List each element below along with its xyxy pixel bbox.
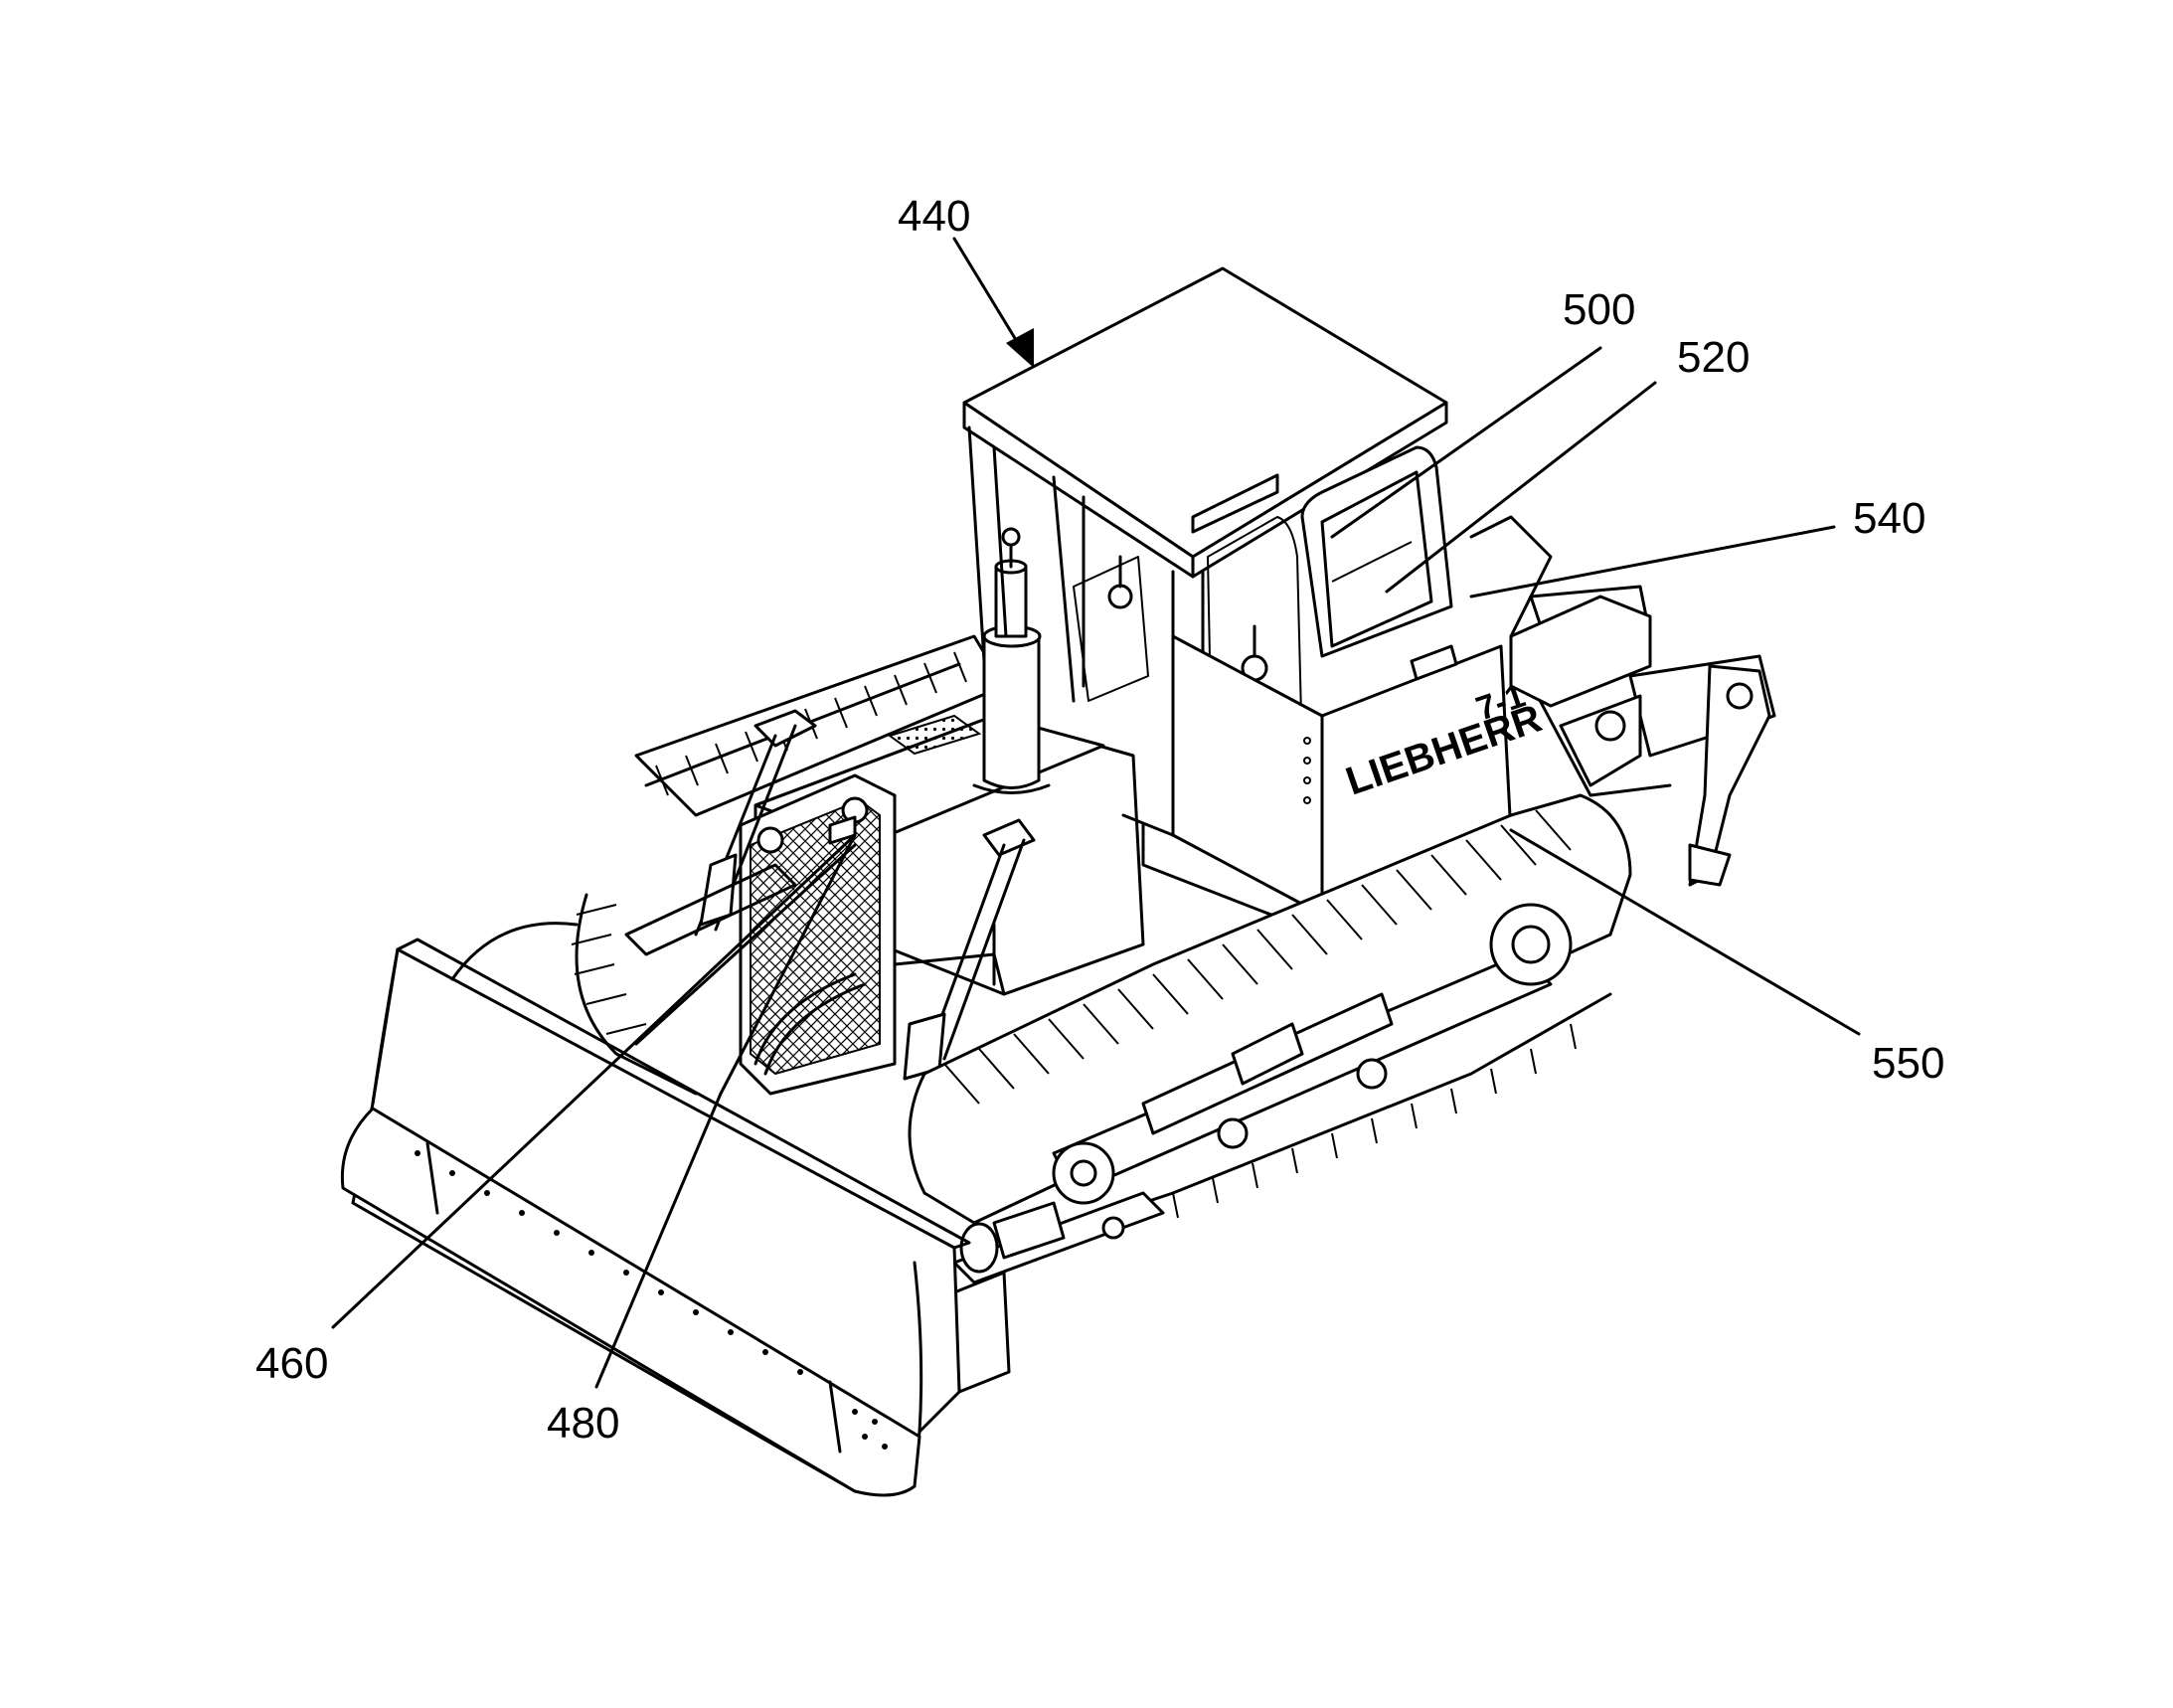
blade-push-frame [952, 1191, 1165, 1394]
reference-numeral-460: 460 [255, 1339, 329, 1388]
reference-numeral-520: 520 [1677, 333, 1751, 382]
lift-cylinders [624, 709, 1036, 1081]
reference-numeral-440: 440 [898, 192, 971, 241]
exhaust-stack [972, 527, 1051, 794]
radiator-grille [739, 773, 897, 1096]
leader-lines [331, 237, 1861, 1389]
reference-numeral-500: 500 [1563, 285, 1636, 334]
operator-cab: LIEBHERR 7-1 [962, 266, 1652, 937]
reference-numeral-540: 540 [1853, 494, 1926, 543]
reference-numeral-550: 550 [1872, 1039, 1945, 1088]
reference-numeral-480: 480 [547, 1399, 620, 1448]
arrow-head-icon [1006, 328, 1034, 368]
near-track [908, 793, 1632, 1255]
